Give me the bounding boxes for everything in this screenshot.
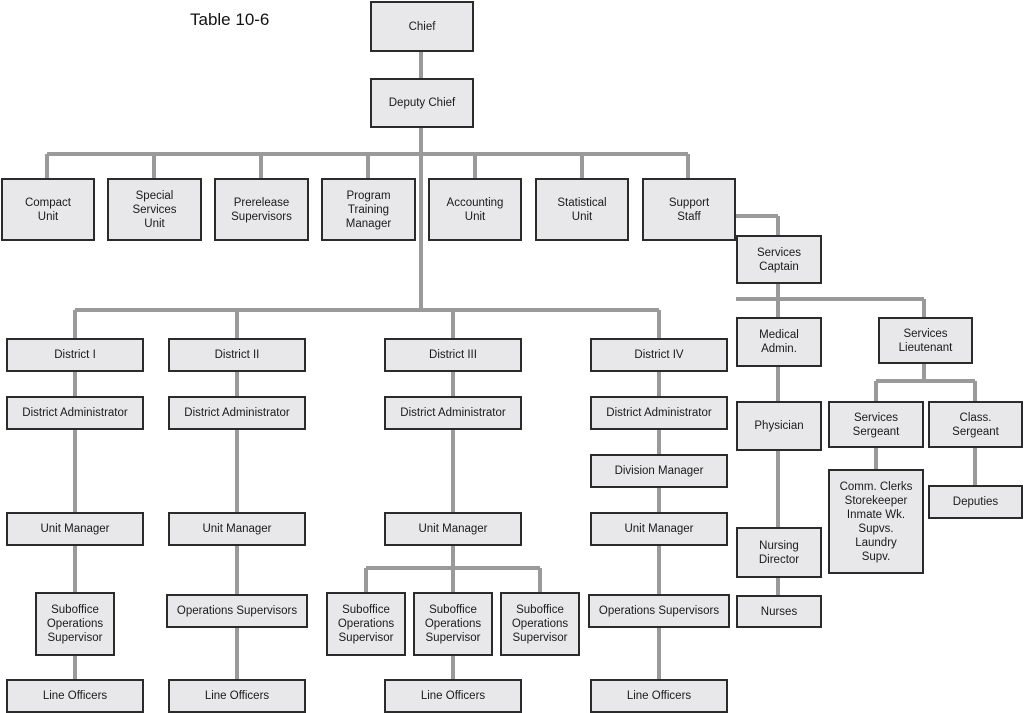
node-program-training-manager: Program Training Manager (321, 178, 416, 241)
node-district-ii-admin: District Administrator (168, 396, 306, 430)
node-district-iii-line-officers: Line Officers (384, 679, 522, 713)
chart-title: Table 10-6 (190, 10, 270, 29)
node-services-sergeant: Services Sergeant (828, 401, 924, 448)
node-district-iv: District IV (590, 338, 728, 372)
node-accounting-unit: Accounting Unit (428, 178, 522, 241)
node-district-iii-admin: District Administrator (384, 396, 522, 430)
node-comm-clerks: Comm. Clerks Storekeeper Inmate Wk. Supv… (828, 469, 924, 574)
node-nursing-director: Nursing Director (736, 527, 822, 578)
node-district-i-suboffice: Suboffice Operations Supervisor (35, 592, 115, 656)
node-district-ii-unit-manager: Unit Manager (168, 512, 306, 546)
node-statistical-unit: Statistical Unit (535, 178, 629, 241)
node-district-ii: District II (168, 338, 306, 372)
node-deputies: Deputies (928, 485, 1023, 519)
node-district-i: District I (6, 338, 144, 372)
node-special-services-unit: Special Services Unit (107, 178, 202, 241)
node-district-ii-line-officers: Line Officers (168, 679, 306, 713)
node-deputy-chief: Deputy Chief (370, 78, 474, 128)
node-services-lieutenant: Services Lieutenant (878, 317, 973, 364)
node-support-staff: Support Staff (642, 178, 736, 241)
node-services-captain: Services Captain (736, 235, 822, 284)
node-district-iv-admin: District Administrator (590, 396, 728, 430)
node-physician: Physician (736, 401, 822, 451)
node-district-iv-line-officers: Line Officers (590, 679, 728, 713)
node-district-iv-ops-supervisors: Operations Supervisors (588, 594, 730, 628)
node-district-iii-unit-manager: Unit Manager (384, 512, 522, 546)
node-district-iv-division-manager: Division Manager (590, 454, 728, 488)
node-district-iii-suboffice-c: Suboffice Operations Supervisor (500, 592, 580, 656)
node-prerelease-supervisors: Prerelease Supervisors (214, 178, 309, 241)
node-district-iii-suboffice-a: Suboffice Operations Supervisor (326, 592, 406, 656)
node-chief: Chief (370, 1, 474, 52)
node-district-iv-unit-manager: Unit Manager (590, 512, 728, 546)
node-district-i-unit-manager: Unit Manager (6, 512, 144, 546)
node-compact-unit: Compact Unit (1, 178, 95, 241)
node-medical-admin: Medical Admin. (736, 317, 822, 367)
node-class-sergeant: Class. Sergeant (928, 401, 1023, 448)
node-nurses: Nurses (736, 595, 822, 628)
node-district-iii-suboffice-b: Suboffice Operations Supervisor (413, 592, 493, 656)
node-district-i-admin: District Administrator (6, 396, 144, 430)
node-district-iii: District III (384, 338, 522, 372)
node-district-ii-ops-supervisors: Operations Supervisors (166, 594, 308, 628)
node-district-i-line-officers: Line Officers (6, 679, 144, 713)
